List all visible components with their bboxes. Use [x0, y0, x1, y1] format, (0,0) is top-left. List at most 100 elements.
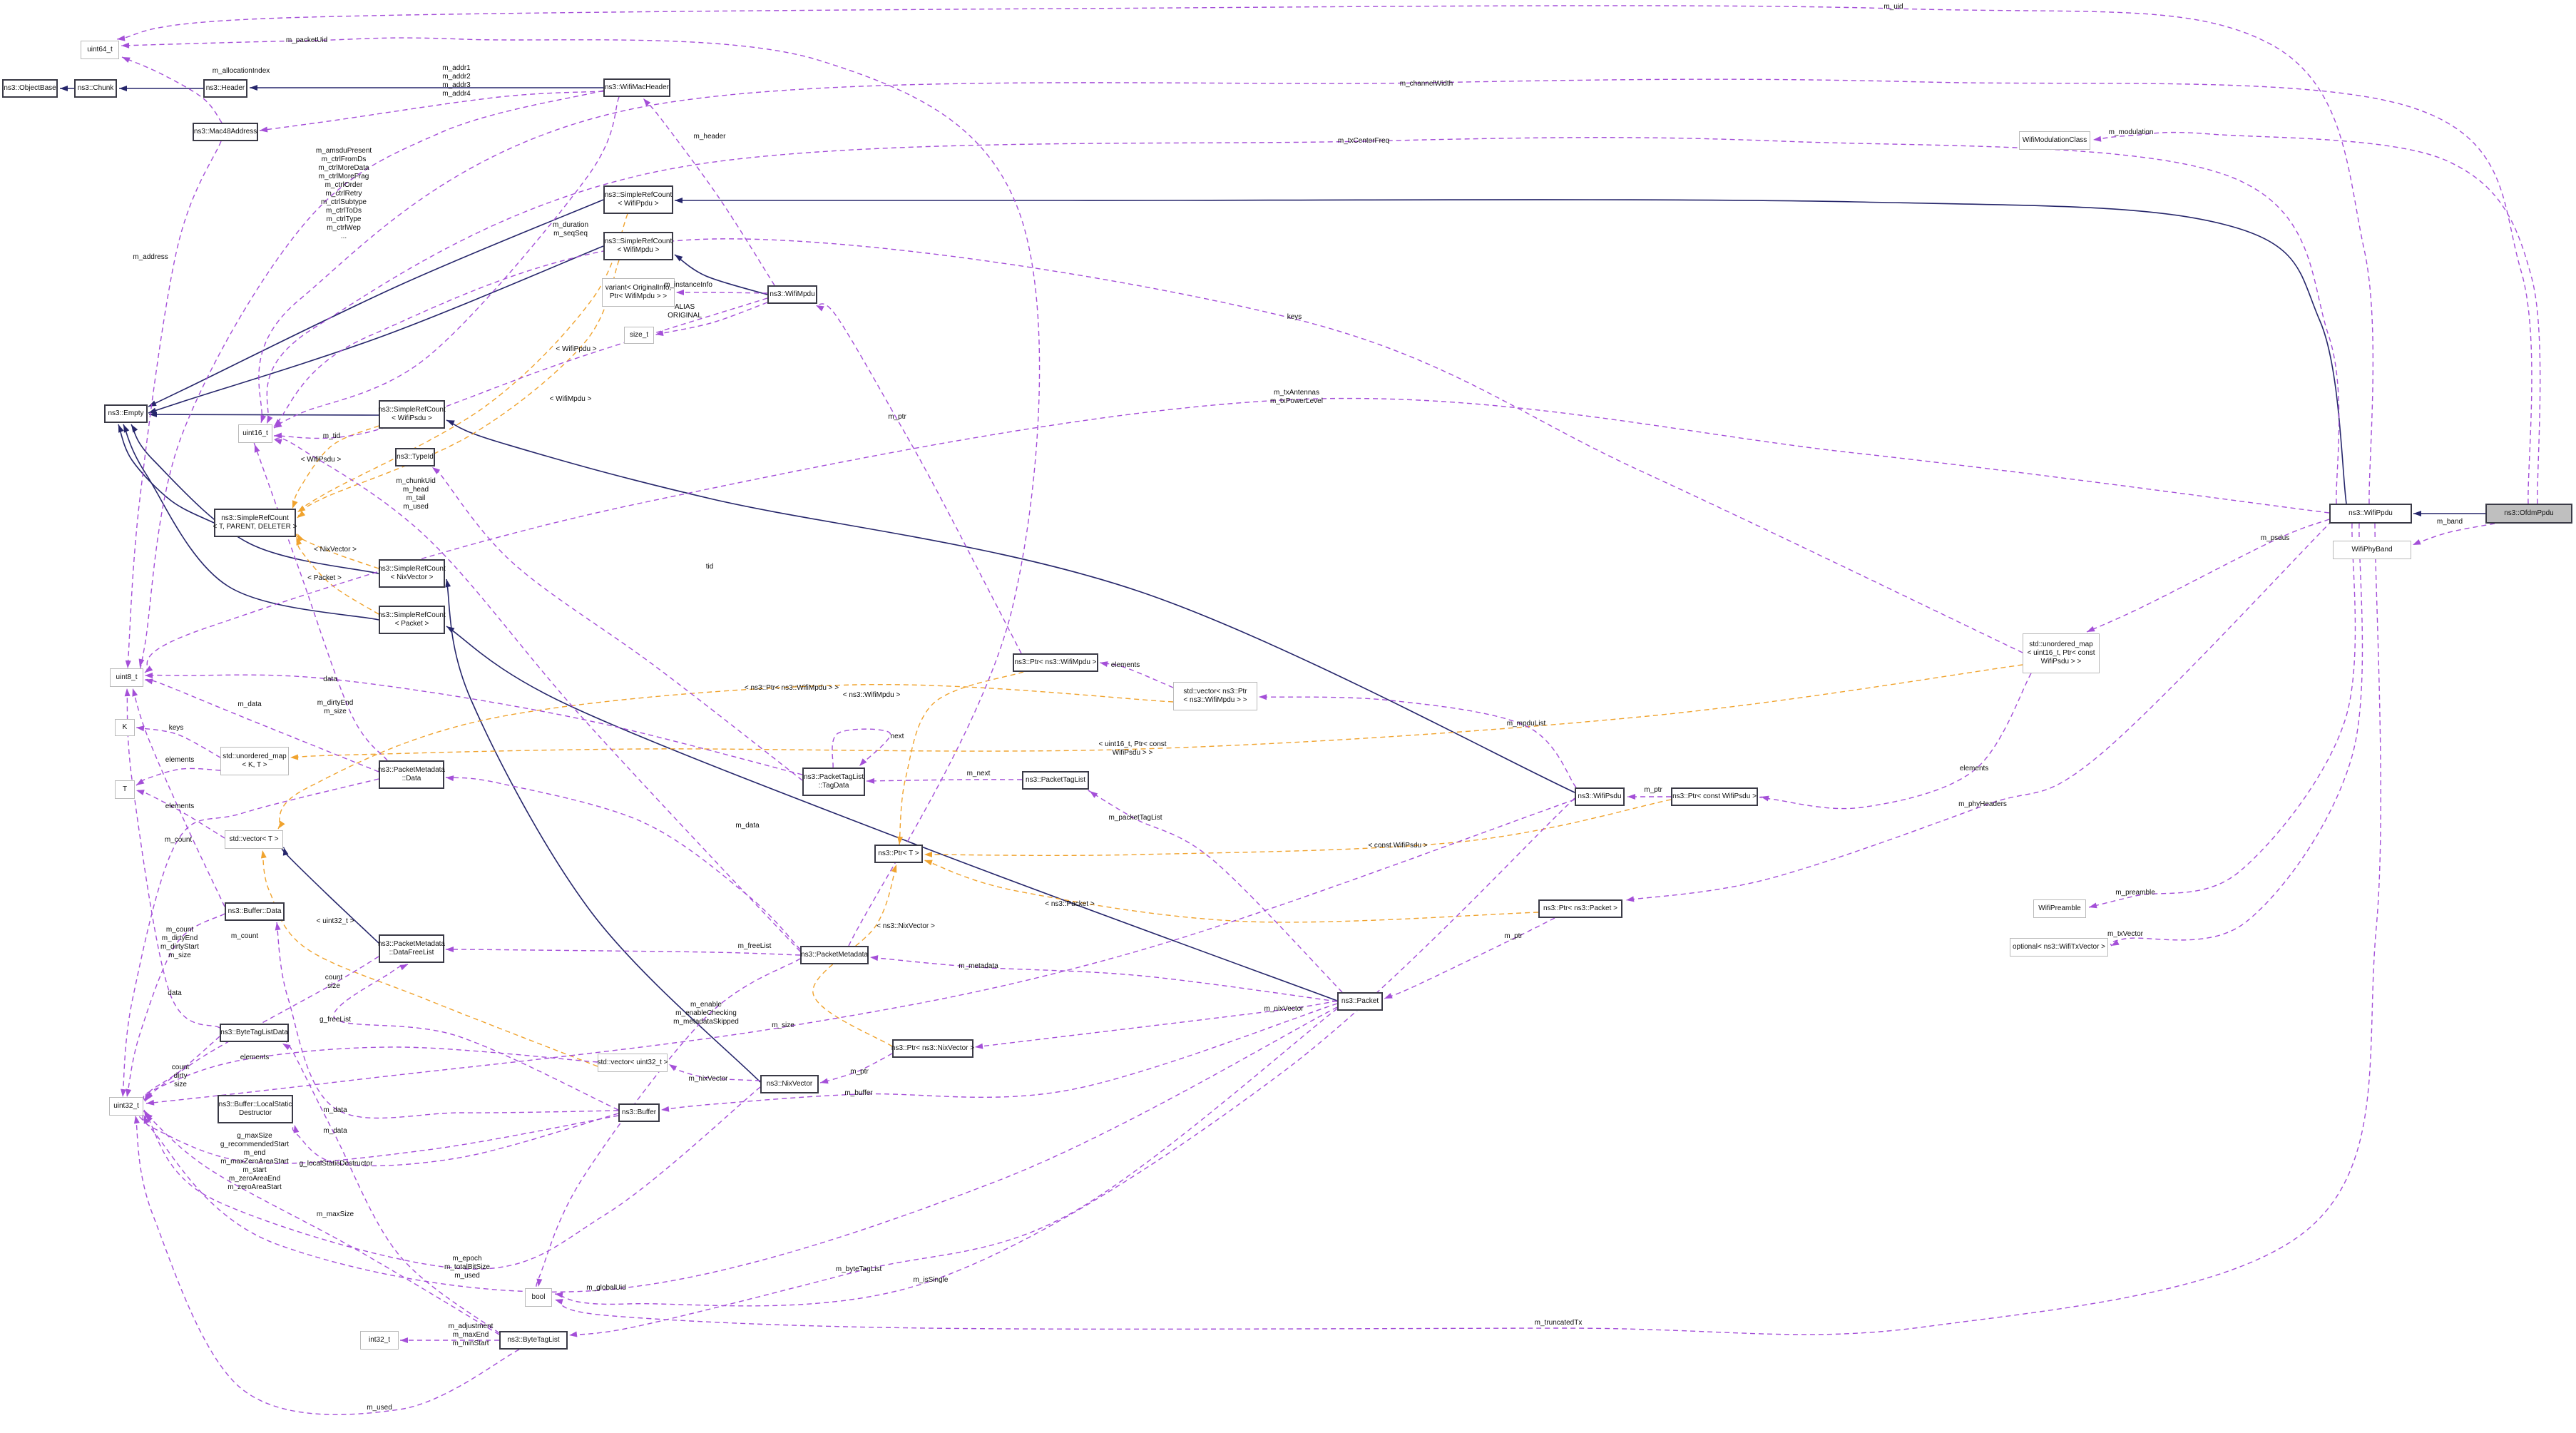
node-lsd[interactable]: ns3::Buffer::LocalStatic Destructor	[218, 1095, 293, 1123]
edge-wifipsdu-vec_ptr_mpdu	[1258, 696, 1577, 788]
node-wifippdu[interactable]: ns3::WifiPpdu	[2329, 504, 2412, 524]
edge-label: m_psdus	[2260, 534, 2290, 542]
node-buffer[interactable]: ns3::Buffer	[618, 1103, 660, 1122]
node-src_wifimpdu[interactable]: ns3::SimpleRefCount < WifiMpdu >	[603, 232, 673, 260]
arrowhead	[297, 511, 306, 518]
edge-label: elements	[1959, 765, 1989, 772]
node-pmdata[interactable]: ns3::PacketMetadata ::Data	[378, 760, 445, 789]
node-src_tpd[interactable]: ns3::SimpleRefCount < T, PARENT, DELETER…	[213, 509, 297, 537]
node-btld[interactable]: ns3::ByteTagListData	[220, 1024, 289, 1042]
node-tagdata[interactable]: ns3::PacketTagList ::TagData	[802, 768, 865, 796]
edge-src_wifimpdu-empty	[148, 245, 604, 414]
arrowhead	[125, 660, 131, 668]
arrowhead	[123, 424, 130, 433]
edge-btl-uint32	[144, 1112, 500, 1335]
edge-ptl-tagdata	[866, 779, 1023, 782]
node-ptl[interactable]: ns3::PacketTagList	[1022, 771, 1089, 790]
edge-label: count size	[324, 974, 343, 990]
node-wifimacheader[interactable]: ns3::WifiMacHeader	[603, 78, 670, 97]
node-ofdmppdu[interactable]: ns3::OfdmPpdu	[2485, 504, 2572, 524]
node-wifipsdu[interactable]: ns3::WifiPsdu	[1575, 787, 1625, 806]
edge-pmfree-uint32	[144, 956, 379, 1099]
node-packet[interactable]: ns3::Packet	[1337, 992, 1383, 1011]
edge-ofdmppdu-modclass	[2092, 131, 2541, 504]
arrowhead	[975, 1043, 983, 1049]
arrowhead	[669, 1064, 678, 1071]
node-btl[interactable]: ns3::ByteTagList	[499, 1331, 568, 1350]
edge-wifippdu-src_wifippdu	[674, 199, 2347, 504]
node-pm[interactable]: ns3::PacketMetadata	[800, 946, 869, 964]
node-optional: optional< ns3::WifiTxVector >	[2010, 938, 2108, 957]
edge-wifippdu-optional	[2110, 523, 2363, 947]
arrowhead	[891, 865, 897, 873]
edge-packet-uint32	[136, 1006, 1338, 1292]
node-header[interactable]: ns3::Header	[203, 79, 247, 98]
node-chunk[interactable]: ns3::Chunk	[74, 79, 117, 98]
edge-label: < WifiMpdu >	[549, 395, 592, 403]
node-bufferdata[interactable]: ns3::Buffer::Data	[225, 902, 285, 921]
node-nixvector[interactable]: ns3::NixVector	[760, 1075, 819, 1093]
node-preamble: WifiPreamble	[2033, 899, 2086, 918]
edge-ptr_cpsdu-ptr_t	[924, 799, 1672, 857]
arrowhead	[274, 439, 282, 445]
arrowhead	[2093, 136, 2102, 142]
edge-label: m_enable m_enableChecking m_metadataSkip…	[673, 1001, 739, 1026]
edge-label: m_count	[164, 836, 193, 844]
node-empty[interactable]: ns3::Empty	[104, 404, 148, 423]
arrowhead	[121, 1088, 127, 1097]
arrowhead	[145, 678, 153, 685]
edge-umap_psdu-uint16	[273, 238, 2023, 653]
node-typeid[interactable]: ns3::TypeId	[395, 448, 435, 466]
edge-wifimacheader-uint8	[139, 90, 604, 670]
node-uint32: uint32_t	[109, 1097, 143, 1116]
node-src_wifippdu[interactable]: ns3::SimpleRefCount < WifiPpdu >	[603, 185, 673, 214]
node-uint64: uint64_t	[81, 41, 119, 59]
arrowhead	[267, 415, 273, 424]
node-vec_u32: std::vector< uint32_t >	[598, 1054, 668, 1072]
arrowhead	[274, 419, 282, 427]
edge-label: m_band	[2436, 518, 2463, 526]
edge-label: m_truncatedTx	[1534, 1319, 1583, 1327]
edge-bufferdata-uint8	[132, 688, 225, 907]
edge-wifimpdu-wifimacheader	[643, 98, 775, 286]
arrowhead	[145, 1091, 153, 1098]
edge-label: keys	[1287, 313, 1302, 321]
edge-pm-uint64	[121, 37, 1041, 947]
node-ptr_t[interactable]: ns3::Ptr< T >	[874, 845, 923, 863]
edge-label: < uint16_t, Ptr< const WifiPsdu > >	[1098, 740, 1167, 757]
node-ptr_cpsdu[interactable]: ns3::Ptr< const WifiPsdu >	[1671, 787, 1758, 806]
arrowhead	[119, 86, 127, 91]
arrowhead	[290, 754, 299, 760]
node-mac48[interactable]: ns3::Mac48Address	[193, 123, 258, 141]
edge-src_nix-src_tpd	[295, 533, 379, 569]
node-wifimpdu[interactable]: ns3::WifiMpdu	[767, 285, 817, 304]
node-ptr_nix[interactable]: ns3::Ptr< ns3::NixVector >	[891, 1039, 974, 1058]
edge-wifippdu-preamble	[2088, 523, 2356, 908]
arrowhead	[145, 673, 153, 678]
edge-packet-ptr_nix	[974, 1000, 1338, 1048]
node-src_wifipsdu[interactable]: ns3::SimpleRefCount < WifiPsdu >	[378, 400, 446, 429]
node-umap_psdu: std::unordered_map < uint16_t, Ptr< cons…	[2023, 633, 2100, 673]
node-pmfree[interactable]: ns3::PacketMetadata ::DataFreeList	[378, 934, 445, 963]
edge-label: m_data	[237, 700, 262, 708]
arrowhead	[293, 1125, 300, 1133]
node-ptr_packet[interactable]: ns3::Ptr< ns3::Packet >	[1538, 899, 1622, 918]
node-ptr_wifimpdu[interactable]: ns3::Ptr< ns3::WifiMpdu >	[1013, 653, 1098, 672]
arrowhead	[149, 412, 158, 418]
node-objectbase[interactable]: ns3::ObjectBase	[2, 79, 58, 98]
arrowhead	[569, 1331, 578, 1337]
node-src_nix[interactable]: ns3::SimpleRefCount < NixVector >	[378, 559, 446, 588]
edge-label: m_byteTagList	[835, 1265, 882, 1273]
edge-umap_kt-T	[136, 768, 221, 786]
edge-src_wifipsdu-src_tpd	[292, 425, 379, 509]
edge-nixvector-src_nix	[446, 578, 761, 1083]
edge-label: < uint32_t >	[316, 917, 354, 925]
edge-label: m_next	[966, 770, 991, 777]
arrowhead	[820, 1078, 829, 1084]
edge-label: m_buffer	[844, 1089, 873, 1097]
edge-tagdata-uint8	[144, 674, 803, 775]
arrowhead	[121, 42, 130, 49]
node-src_packet[interactable]: ns3::SimpleRefCount < Packet >	[378, 606, 446, 634]
arrowhead	[145, 1113, 153, 1121]
edge-label: m_phyHeaders	[1958, 800, 2007, 808]
